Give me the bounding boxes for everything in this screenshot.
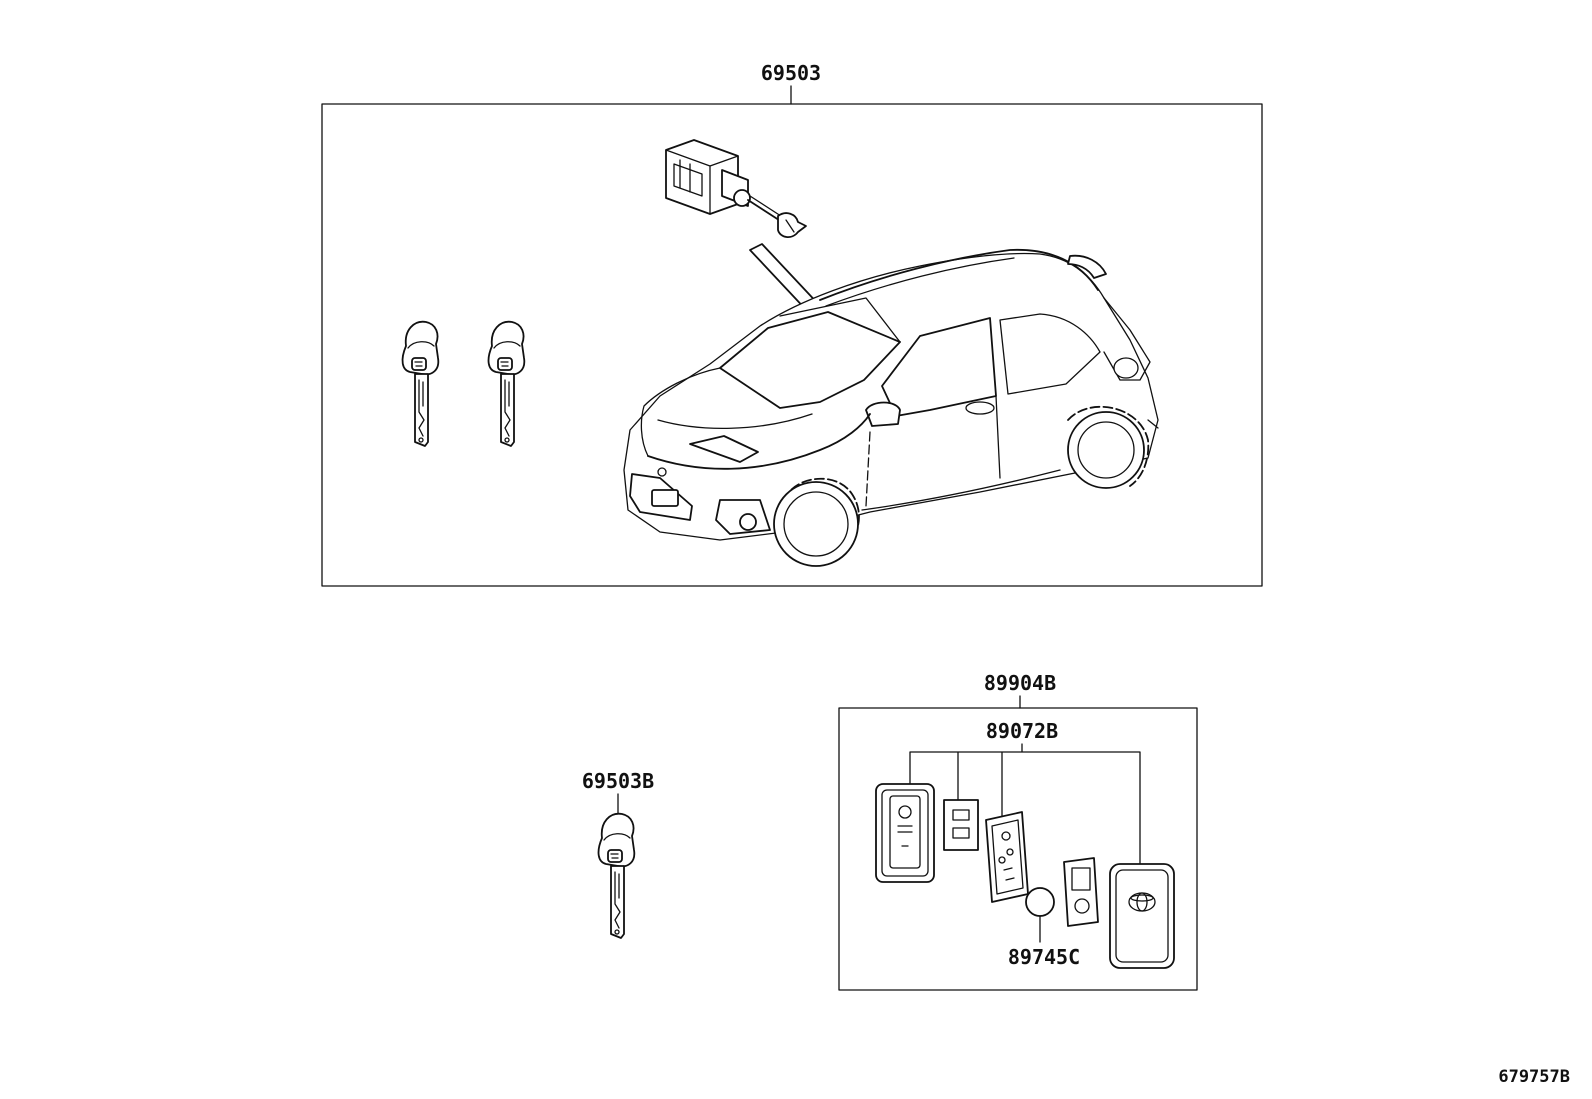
smart-key-case-icon [875,783,935,883]
assembly-frame-89904B [838,707,1198,991]
main-assembly-group: 69503 [321,61,1263,587]
key-icon [401,320,440,447]
button-pad-icon [943,799,979,851]
car-icon [623,248,1159,567]
smart-key-front-icon [1109,863,1175,969]
key-icon [487,320,526,447]
label-89072B: 89072B [986,719,1058,743]
key-icon [597,812,636,939]
emergency-key-icon [1063,857,1099,927]
ignition-switch-icon [665,139,807,238]
illustration-id: 679757B [1498,1067,1570,1087]
spare-key-group: 69503B [582,769,654,939]
battery-icon [1025,887,1055,943]
label-69503B: 69503B [582,769,654,793]
transmitter-assembly-group: 89904B 89072B [838,671,1198,991]
label-89745C: 89745C [1008,945,1080,969]
circuit-board-icon [985,811,1029,903]
assembly-frame-69503 [321,103,1263,587]
leader-bracket-89072B [909,743,1141,865]
label-69503: 69503 [761,61,821,85]
label-89904B: 89904B [984,671,1056,695]
